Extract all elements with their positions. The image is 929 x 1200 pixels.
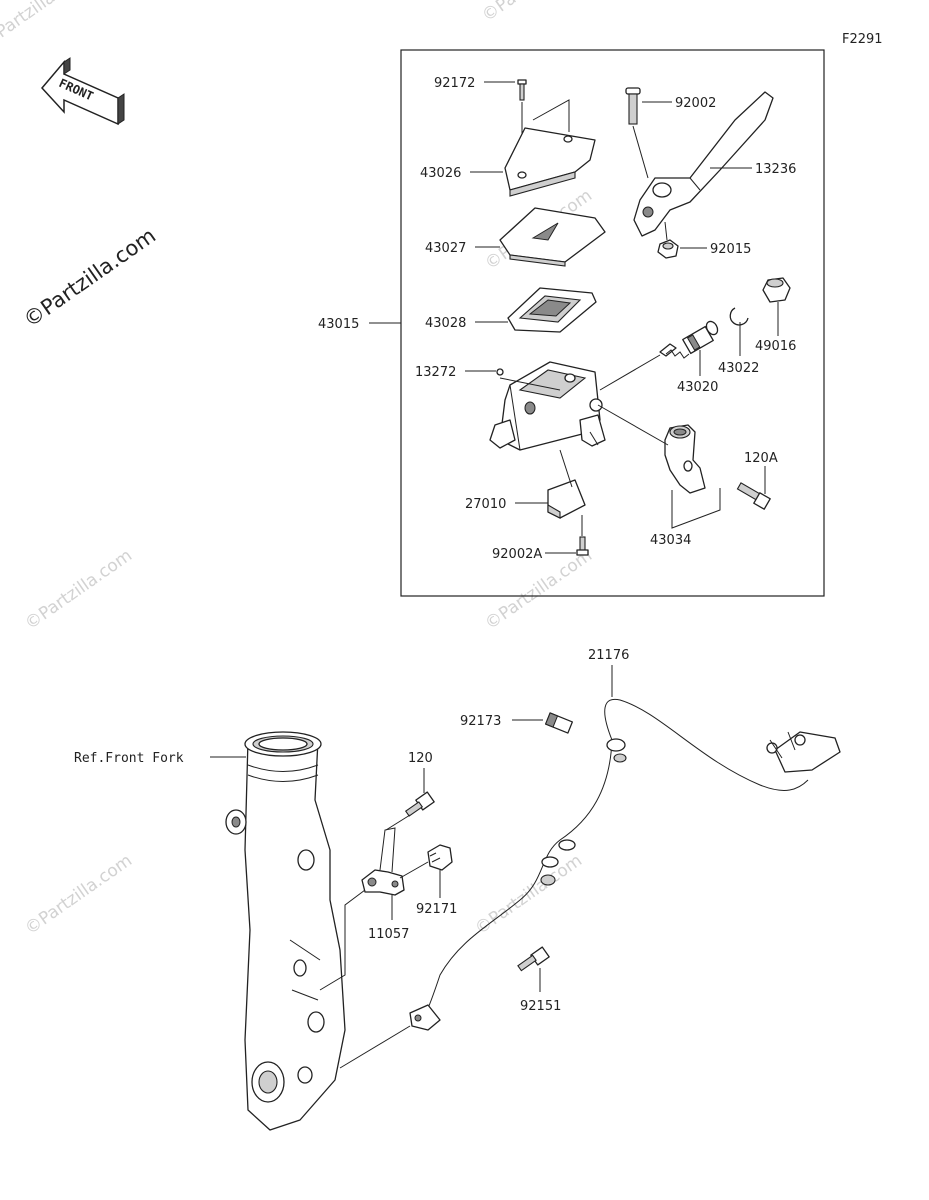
watermark-logo: ©Partzilla.com [19, 223, 160, 332]
screw-13272 [465, 368, 561, 391]
circlip-43022 [729, 307, 749, 356]
label-21176: 21176 [588, 648, 629, 663]
label-43022: 43022 [718, 361, 759, 376]
screw-92002A [545, 515, 589, 556]
switch-27010 [515, 449, 586, 519]
clamp-43034 [597, 404, 721, 529]
watermark: ©Partzilla.com [0, 0, 93, 52]
label-11057: 11057 [368, 927, 409, 942]
watermark: ©Partzilla.com [21, 546, 136, 635]
piston-kit-43020 [599, 320, 719, 391]
screw-92172 [484, 79, 570, 138]
watermark: ©Partzilla.com [478, 0, 593, 26]
label-43034: 43034 [650, 533, 691, 548]
front-arrow-icon: FRONT [41, 57, 125, 126]
label-92151: 92151 [520, 999, 561, 1014]
assembly-label: 43015 [318, 317, 359, 332]
bracket-11057 [319, 827, 405, 991]
label-120: 120 [408, 751, 433, 766]
label-13272: 13272 [415, 365, 456, 380]
cap-43026 [504, 127, 596, 197]
label-92171: 92171 [416, 902, 457, 917]
brake-lever-13236 [633, 91, 774, 237]
ref-front-fork-label: Ref.Front Fork [74, 751, 184, 766]
front-fork [225, 731, 346, 1131]
figure-code: F2291 [842, 32, 883, 47]
watermark: ©Partzilla.com [21, 851, 136, 940]
label-43027: 43027 [425, 241, 466, 256]
label-27010: 27010 [465, 497, 506, 512]
label-43026: 43026 [420, 166, 461, 181]
master-cylinder-body [489, 361, 606, 451]
label-43028: 43028 [425, 316, 466, 331]
label-92173: 92173 [460, 714, 501, 729]
abs-sensor-21176 [339, 665, 841, 1069]
label-92015: 92015 [710, 242, 751, 257]
nut-92015 [657, 221, 707, 259]
plate-43027 [499, 207, 606, 267]
bolt-120 [385, 768, 435, 831]
label-120A: 120A [744, 451, 778, 466]
label-92172: 92172 [434, 76, 475, 91]
boot-49016 [762, 277, 791, 336]
bolt-120A [736, 466, 771, 510]
bolt-92151 [517, 946, 550, 992]
label-13236: 13236 [755, 162, 796, 177]
label-92002A: 92002A [492, 547, 542, 562]
label-43020: 43020 [677, 380, 718, 395]
clamp-92173 [512, 712, 574, 734]
clip-92171 [399, 844, 453, 898]
label-49016: 49016 [755, 339, 796, 354]
pivot-bolt-92002 [625, 87, 672, 179]
label-92002: 92002 [675, 96, 716, 111]
diaphragm-43028 [507, 287, 597, 333]
watermark: ©Partzilla.com [471, 851, 586, 940]
